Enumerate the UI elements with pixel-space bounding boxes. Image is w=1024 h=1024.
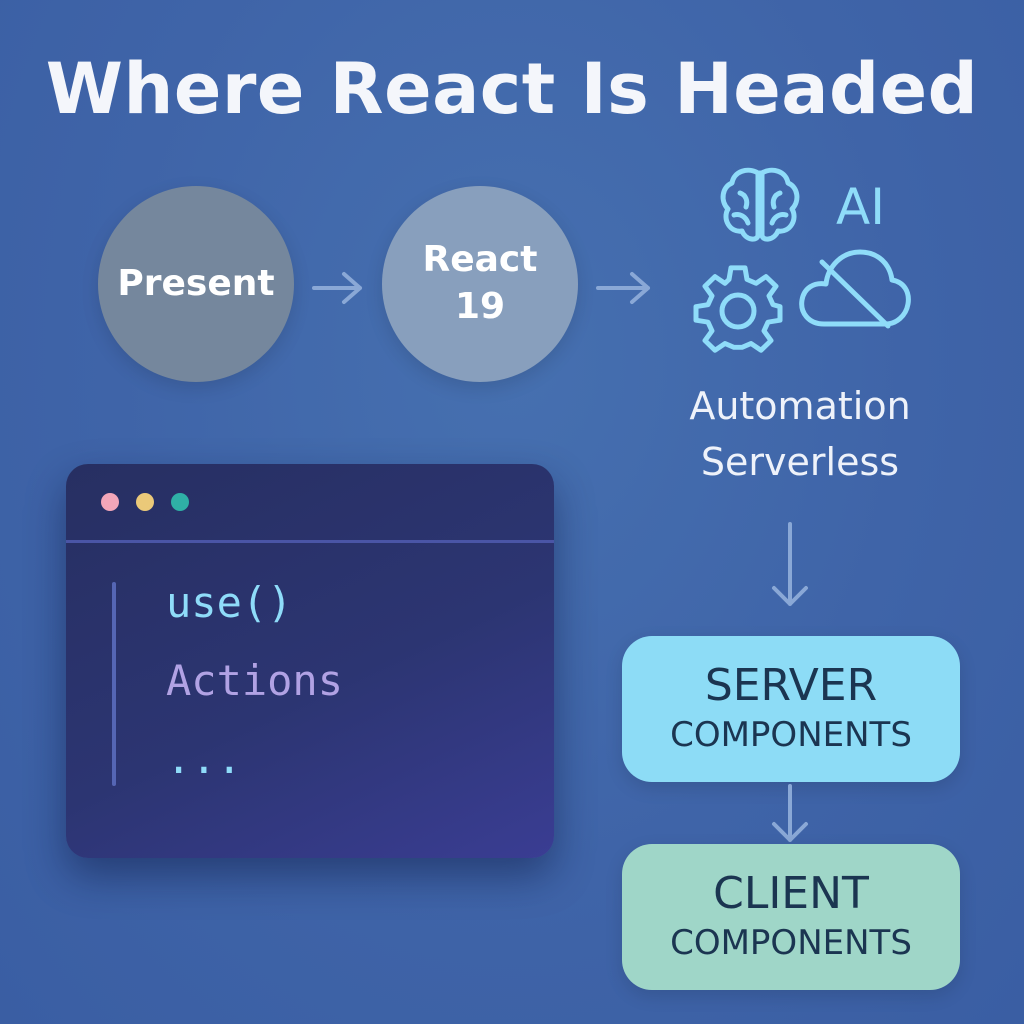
arrow-right-icon [596, 272, 650, 304]
client-label: CLIENT [713, 868, 869, 920]
react-19-circle: React 19 [382, 186, 578, 382]
code-editor-window [66, 464, 554, 858]
gear-icon [693, 265, 783, 353]
window-minimize-dot [136, 493, 154, 511]
client-components-box: CLIENT COMPONENTS [622, 844, 960, 990]
brain-icon [720, 167, 800, 242]
window-maximize-dot [171, 493, 189, 511]
client-components-label: COMPONENTS [670, 922, 912, 963]
present-circle: Present [98, 186, 294, 382]
server-components-label: COMPONENTS [670, 714, 912, 755]
page-title: Where React Is Headed [45, 48, 979, 130]
code-line-ellipsis: ... [166, 734, 242, 783]
react-version-label: 19 [454, 286, 506, 327]
ai-label: AI [836, 178, 885, 236]
code-line-actions: Actions [166, 656, 344, 705]
arrow-right-icon [312, 272, 362, 304]
editor-title-bar [66, 464, 554, 543]
server-label: SERVER [704, 660, 878, 712]
editor-gutter [112, 582, 116, 786]
arrow-down-icon [772, 784, 808, 842]
react-label: React [422, 239, 538, 281]
arrow-down-icon [772, 522, 808, 606]
server-components-box: SERVER COMPONENTS [622, 636, 960, 782]
cloud-off-icon [799, 249, 911, 329]
code-line-use: use() [166, 578, 293, 627]
serverless-label: Serverless [700, 440, 900, 484]
automation-label: Automation [689, 384, 911, 428]
window-close-dot [101, 493, 119, 511]
present-label: Present [117, 262, 275, 304]
